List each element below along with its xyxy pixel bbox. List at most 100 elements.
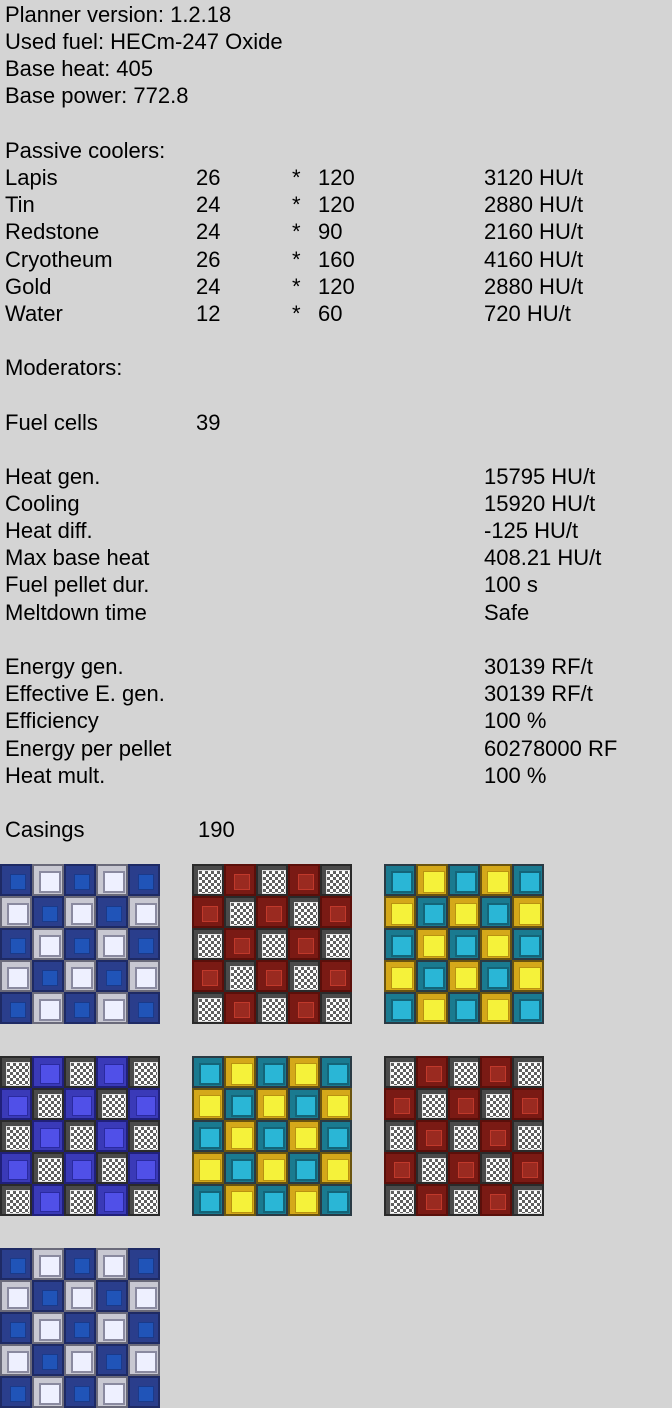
reactor-casing-block: [192, 928, 224, 960]
reactor-layer-3: [384, 864, 544, 1024]
reactor-layer-1: [0, 864, 160, 1024]
lapis-cooler-block: [96, 1280, 128, 1312]
reactor-casing-block: [256, 928, 288, 960]
redstone-cooler-block: [448, 1088, 480, 1120]
fuel-cell-block: [32, 1248, 64, 1280]
gold-cooler-block: [320, 1152, 352, 1184]
redstone-cooler-block: [448, 1152, 480, 1184]
cooler-mult: *: [292, 219, 301, 244]
lapis-cooler-block: [128, 928, 160, 960]
cooler-mult: *: [292, 301, 301, 326]
stat-label: Energy gen.: [5, 654, 124, 679]
cryotheum-cooler-block: [320, 1120, 352, 1152]
gold-cooler-block: [224, 1120, 256, 1152]
base-power: Base power: 772.8: [5, 83, 189, 108]
redstone-cooler-block: [320, 960, 352, 992]
redstone-cooler-block: [256, 896, 288, 928]
stat-value: 15795 HU/t: [484, 464, 596, 489]
stat-label: Fuel pellet dur.: [5, 572, 150, 597]
lapis-cooler-block: [64, 1312, 96, 1344]
reactor-layer-2: [192, 864, 352, 1024]
cryotheum-cooler-block: [384, 928, 416, 960]
cryotheum-cooler-block: [256, 1120, 288, 1152]
tin-cooler-block: [128, 1088, 160, 1120]
stat-value: 100 s: [484, 572, 538, 597]
lapis-cooler-block: [0, 864, 32, 896]
reactor-casing-block: [256, 992, 288, 1024]
cryotheum-cooler-block: [512, 992, 544, 1024]
reactor-casing-block: [384, 1056, 416, 1088]
reactor-casing-block: [128, 1056, 160, 1088]
tin-cooler-block: [96, 1184, 128, 1216]
cryotheum-cooler-block: [288, 1088, 320, 1120]
stat-value: Safe: [484, 600, 530, 625]
tin-cooler-block: [64, 1152, 96, 1184]
gold-cooler-block: [320, 1088, 352, 1120]
cryotheum-cooler-block: [320, 1056, 352, 1088]
lapis-cooler-block: [128, 1312, 160, 1344]
lapis-cooler-block: [32, 896, 64, 928]
gold-cooler-block: [224, 1184, 256, 1216]
cooler-total: 4160 HU/t: [484, 247, 584, 272]
fuel-cell-block: [0, 1280, 32, 1312]
cooler-count: 24: [196, 219, 221, 244]
reactor-casing-block: [448, 1056, 480, 1088]
redstone-cooler-block: [384, 1088, 416, 1120]
gold-cooler-block: [480, 992, 512, 1024]
reactor-casing-block: [288, 896, 320, 928]
fuel-cell-block: [32, 992, 64, 1024]
fuel-cell-block: [96, 864, 128, 896]
cooler-total: 2880 HU/t: [484, 274, 584, 299]
fuel-cell-block: [64, 1344, 96, 1376]
cryotheum-cooler-block: [192, 1120, 224, 1152]
reactor-casing-block: [64, 1184, 96, 1216]
lapis-cooler-block: [0, 928, 32, 960]
gold-cooler-block: [384, 896, 416, 928]
reactor-casing-block: [384, 1120, 416, 1152]
gold-cooler-block: [448, 896, 480, 928]
fuel-cell-block: [64, 1280, 96, 1312]
cooler-count: 26: [196, 165, 221, 190]
fuel-cells-label: Fuel cells: [5, 410, 98, 435]
gold-cooler-block: [288, 1184, 320, 1216]
reactor-casing-block: [224, 896, 256, 928]
gold-cooler-block: [512, 960, 544, 992]
reactor-casing-block: [512, 1184, 544, 1216]
reactor-casing-block: [288, 960, 320, 992]
lapis-cooler-block: [128, 864, 160, 896]
lapis-cooler-block: [0, 1376, 32, 1408]
cooler-mult: *: [292, 192, 301, 217]
lapis-cooler-block: [32, 1344, 64, 1376]
fuel-cell-block: [96, 1248, 128, 1280]
cooler-total: 720 HU/t: [484, 301, 571, 326]
fuel-cell-block: [32, 928, 64, 960]
lapis-cooler-block: [128, 992, 160, 1024]
cooler-count: 12: [196, 301, 221, 326]
reactor-casing-block: [256, 864, 288, 896]
stat-value: 408.21 HU/t: [484, 545, 602, 570]
cooler-value: 120: [318, 165, 355, 190]
cryotheum-cooler-block: [448, 992, 480, 1024]
reactor-casing-block: [96, 1088, 128, 1120]
cooler-mult: *: [292, 165, 301, 190]
reactor-casing-block: [320, 864, 352, 896]
redstone-cooler-block: [224, 928, 256, 960]
reactor-layer-7: [0, 1248, 160, 1408]
fuel-cell-block: [96, 928, 128, 960]
tin-cooler-block: [96, 1120, 128, 1152]
reactor-casing-block: [384, 1184, 416, 1216]
cooler-total: 3120 HU/t: [484, 165, 584, 190]
redstone-cooler-block: [256, 960, 288, 992]
gold-cooler-block: [416, 992, 448, 1024]
cooler-name: Cryotheum: [5, 247, 113, 272]
cooler-value: 160: [318, 247, 355, 272]
fuel-cell-block: [32, 1312, 64, 1344]
cryotheum-cooler-block: [288, 1152, 320, 1184]
redstone-cooler-block: [192, 896, 224, 928]
reactor-casing-block: [64, 1120, 96, 1152]
lapis-cooler-block: [128, 1248, 160, 1280]
cooler-value: 120: [318, 192, 355, 217]
tin-cooler-block: [32, 1120, 64, 1152]
gold-cooler-block: [448, 960, 480, 992]
reactor-casing-block: [0, 1056, 32, 1088]
